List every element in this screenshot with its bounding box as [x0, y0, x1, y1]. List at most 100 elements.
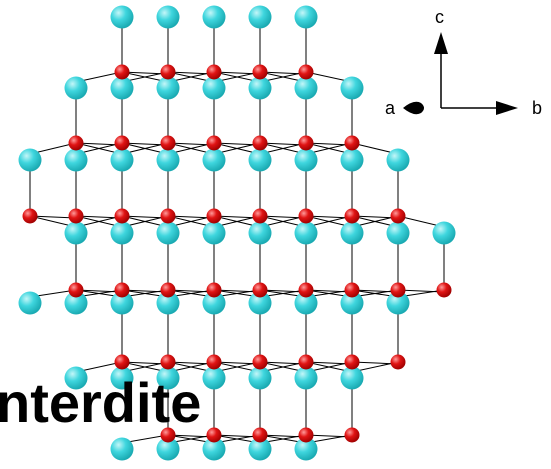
cation-atom — [110, 366, 134, 390]
bond-line — [213, 289, 261, 293]
anion-atom — [206, 282, 222, 298]
cation-atom — [156, 76, 180, 100]
cation-atom — [202, 366, 226, 390]
b-axis-label: b — [532, 98, 542, 118]
cation-atom — [202, 291, 226, 315]
cation-atom — [294, 76, 318, 100]
anion-atom — [252, 282, 268, 298]
axes-indicator: c b a — [385, 7, 542, 118]
cation-atom — [340, 221, 364, 245]
anion-atom — [206, 354, 222, 370]
cation-atom — [248, 76, 272, 100]
cation-atom — [340, 148, 364, 172]
bond-line — [351, 361, 399, 365]
cation-atom — [110, 5, 134, 29]
bond-line — [259, 434, 307, 438]
cation-atom — [340, 76, 364, 100]
cation-atom — [248, 437, 272, 461]
cation-atom — [294, 148, 318, 172]
anion-atom — [298, 282, 314, 298]
cation-atom — [156, 437, 180, 461]
anion-atom — [22, 208, 38, 224]
bond-line — [167, 434, 215, 438]
cation-atom — [340, 366, 364, 390]
cation-atom — [64, 366, 88, 390]
anion-atom — [252, 427, 268, 443]
b-axis-arrowhead — [496, 101, 518, 115]
bond-line — [121, 289, 169, 293]
anion-atom — [68, 135, 84, 151]
cation-atom — [18, 291, 42, 315]
bond-line — [259, 215, 307, 219]
anion-atom — [298, 135, 314, 151]
cation-atom — [248, 291, 272, 315]
anion-atom — [160, 135, 176, 151]
bond-line — [167, 361, 215, 365]
bond-line — [121, 71, 169, 75]
c-axis-arrowhead — [434, 32, 448, 54]
anion-atom — [114, 208, 130, 224]
bond-line — [75, 142, 123, 146]
bond-line — [213, 142, 261, 146]
bond-line — [121, 361, 169, 365]
bond-line — [259, 361, 307, 365]
cation-atom — [294, 5, 318, 29]
cation-atom — [110, 76, 134, 100]
cation-atom — [110, 291, 134, 315]
anion-atom — [68, 282, 84, 298]
cation-atom — [432, 221, 456, 245]
cation-atom — [64, 76, 88, 100]
anion-atom — [114, 354, 130, 370]
anion-atom — [114, 282, 130, 298]
a-axis-label: a — [385, 98, 396, 118]
anion-atom — [160, 282, 176, 298]
bond-line — [259, 142, 307, 146]
bond-line — [167, 71, 215, 75]
cation-atom — [202, 437, 226, 461]
cation-atom — [110, 221, 134, 245]
bond-line — [213, 434, 261, 438]
cation-atom — [64, 148, 88, 172]
cation-atom — [248, 366, 272, 390]
anion-atom — [298, 354, 314, 370]
bond-line — [305, 215, 353, 219]
anion-atom — [114, 135, 130, 151]
c-axis-label: c — [435, 7, 444, 27]
bond-line — [121, 215, 169, 219]
anion-atom — [160, 64, 176, 80]
anion-atom — [206, 427, 222, 443]
atom-layer — [18, 5, 456, 461]
cation-atom — [248, 148, 272, 172]
bond-line — [397, 289, 445, 293]
anion-atom — [252, 135, 268, 151]
anion-atom — [390, 354, 406, 370]
cation-atom — [202, 148, 226, 172]
cation-atom — [340, 291, 364, 315]
anion-atom — [344, 208, 360, 224]
cation-atom — [202, 5, 226, 29]
bond-line — [75, 215, 123, 219]
anion-atom — [298, 427, 314, 443]
anion-atom — [344, 135, 360, 151]
anion-atom — [114, 64, 130, 80]
bond-line — [121, 142, 169, 146]
cation-atom — [386, 221, 410, 245]
anion-atom — [344, 354, 360, 370]
anion-atom — [68, 208, 84, 224]
cation-atom — [110, 437, 134, 461]
bond-line — [213, 361, 261, 365]
anion-atom — [206, 208, 222, 224]
cation-atom — [386, 291, 410, 315]
anion-atom — [252, 208, 268, 224]
bond-line — [167, 142, 215, 146]
anion-atom — [252, 354, 268, 370]
bond-line — [167, 215, 215, 219]
anion-atom — [390, 208, 406, 224]
bond-line — [305, 289, 353, 293]
bond-line — [167, 289, 215, 293]
bond-line — [213, 215, 261, 219]
bond-line — [259, 71, 307, 75]
cation-atom — [294, 291, 318, 315]
cation-atom — [64, 221, 88, 245]
